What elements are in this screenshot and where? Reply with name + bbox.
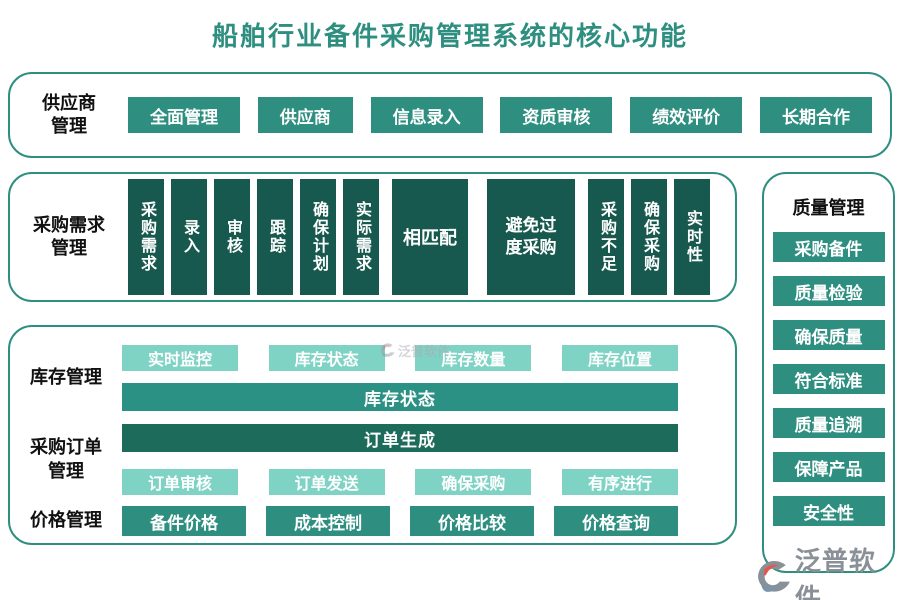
supplier-feature-block: 资质审核 — [500, 97, 613, 133]
inventory-group: 库存管理 实时监控库存状态库存数量库存位置 库存状态 — [10, 345, 678, 411]
price-feature-block: 价格比较 — [410, 506, 534, 536]
brand-logo-row: 泛普软件 — [752, 541, 900, 600]
supplier-management-label: 供应商 管理 — [10, 92, 128, 139]
brand-logo: 泛普软件 www.fanpusoft.com — [752, 541, 900, 600]
price-feature-block: 备件价格 — [122, 506, 246, 536]
order-label-line2: 管理 — [48, 460, 84, 481]
price-content: 备件价格成本控制价格比较价格查询 — [122, 506, 678, 536]
demand-feature-block: 实时性 — [674, 179, 710, 295]
quality-management-title: 质量管理 — [792, 198, 865, 218]
order-feature-block: 订单发送 — [268, 469, 385, 495]
brand-name: 泛普软件 — [794, 546, 876, 600]
demand-label-line1: 采购需求 — [33, 214, 105, 235]
order-feature-block: 确保采购 — [415, 469, 532, 495]
orders-content: 订单生成 订单审核 订单发送 确保采购 有序进行 — [122, 424, 678, 495]
demand-feature-block: 避免过度采购 — [487, 179, 575, 295]
inventory-feature-block: 库存数量 — [415, 345, 532, 371]
watermark-logo: 泛普软件 — [378, 341, 450, 360]
quality-feature-block: 确保质量 — [772, 320, 885, 350]
demand-feature-text: 采购不足 — [598, 201, 615, 273]
operations-panel: 库存管理 实时监控库存状态库存数量库存位置 库存状态 采购订单 管理 订单生成 … — [8, 325, 737, 545]
demand-feature-block: 审核 — [214, 179, 250, 295]
demand-label-line2: 管理 — [51, 238, 87, 258]
price-items-row: 备件价格成本控制价格比较价格查询 — [122, 506, 678, 536]
inventory-feature-block: 库存状态 — [268, 345, 385, 371]
demand-management-label: 采购需求 管理 — [10, 214, 128, 261]
demand-feature-block: 实际需求 — [343, 179, 379, 295]
quality-feature-block: 安全性 — [772, 496, 885, 526]
demand-feature-text: 确保计划 — [310, 201, 327, 273]
demand-feature-text: 确保采购 — [641, 201, 658, 273]
order-feature-block: 有序进行 — [561, 469, 678, 495]
inventory-items-row: 实时监控 库存状态 库存数量 库存位置 — [122, 345, 678, 371]
supplier-feature-block: 长期合作 — [759, 97, 872, 133]
supplier-feature-block: 绩效评价 — [630, 97, 743, 133]
supplier-feature-block: 供应商 — [257, 97, 353, 133]
order-items-row: 订单审核 订单发送 确保采购 有序进行 — [122, 469, 678, 495]
supplier-feature-block: 全面管理 — [128, 97, 240, 133]
order-management-label: 采购订单 管理 — [10, 436, 122, 483]
inventory-status-bar: 库存状态 — [122, 383, 678, 411]
quality-feature-block: 符合标准 — [772, 364, 885, 394]
demand-feature-text: 采购需求 — [138, 201, 155, 273]
demand-management-panel: 采购需求 管理 采购需求 录入 审核 跟踪 确保计划 实际需求 相匹配 — [8, 172, 737, 302]
demand-feature-block: 确保计划 — [300, 179, 336, 295]
price-management-label: 价格管理 — [30, 510, 102, 531]
brand-swoosh-icon — [758, 560, 790, 592]
supplier-feature-block: 信息录入 — [370, 97, 483, 133]
price-feature-block: 价格查询 — [554, 506, 678, 536]
demand-feature-block: 确保采购 — [631, 179, 667, 295]
demand-items-row: 采购需求 录入 审核 跟踪 确保计划 实际需求 相匹配 避免过度采购 采购不足 — [128, 179, 735, 295]
quality-feature-block: 保障产品 — [772, 452, 885, 482]
demand-feature-text: 避免过度采购 — [505, 215, 557, 257]
price-feature-block: 成本控制 — [266, 506, 390, 536]
watermark-brand-name: 泛普软件 — [398, 344, 451, 359]
demand-feature-text: 实际需求 — [353, 201, 370, 273]
demand-feature-block: 跟踪 — [257, 179, 293, 295]
order-label-line1: 采购订单 — [30, 437, 102, 458]
demand-feature-text: 审核 — [224, 219, 241, 255]
brand-swoosh-icon — [380, 342, 395, 357]
demand-feature-text: 实时性 — [684, 210, 701, 264]
orders-group: 采购订单 管理 订单生成 订单审核 订单发送 确保采购 有序进行 — [10, 424, 678, 495]
order-feature-block: 订单审核 — [122, 469, 239, 495]
demand-feature-block: 采购不足 — [588, 179, 624, 295]
order-generation-bar: 订单生成 — [122, 424, 678, 452]
supplier-label-line2: 管理 — [51, 116, 87, 136]
demand-feature-block: 相匹配 — [392, 179, 468, 295]
supplier-management-panel: 供应商 管理 全面管理供应商信息录入资质审核绩效评价长期合作 — [8, 72, 892, 158]
demand-feature-text: 录入 — [181, 219, 198, 255]
inventory-feature-block: 库存位置 — [561, 345, 678, 371]
inventory-feature-block: 实时监控 — [122, 345, 239, 371]
demand-feature-block: 采购需求 — [128, 179, 164, 295]
price-group: 价格管理 备件价格成本控制价格比较价格查询 — [10, 506, 678, 536]
quality-feature-block: 采购备件 — [772, 232, 885, 262]
supplier-label-line1: 供应商 — [42, 92, 96, 113]
demand-feature-block: 录入 — [171, 179, 207, 295]
quality-feature-block: 质量检验 — [772, 276, 885, 306]
supplier-items-row: 全面管理供应商信息录入资质审核绩效评价长期合作 — [128, 97, 872, 133]
quality-items-list: 采购备件质量检验确保质量符合标准质量追溯保障产品安全性 — [764, 232, 893, 526]
quality-management-panel: 质量管理 采购备件质量检验确保质量符合标准质量追溯保障产品安全性 — [762, 172, 895, 573]
inventory-management-label: 库存管理 — [30, 367, 102, 388]
quality-feature-block: 质量追溯 — [772, 408, 885, 438]
inventory-content: 实时监控库存状态库存数量库存位置 库存状态 — [122, 345, 678, 411]
demand-feature-text: 相匹配 — [403, 228, 457, 248]
demand-feature-text: 跟踪 — [267, 219, 284, 255]
page-title: 船舶行业备件采购管理系统的核心功能 — [211, 21, 688, 51]
